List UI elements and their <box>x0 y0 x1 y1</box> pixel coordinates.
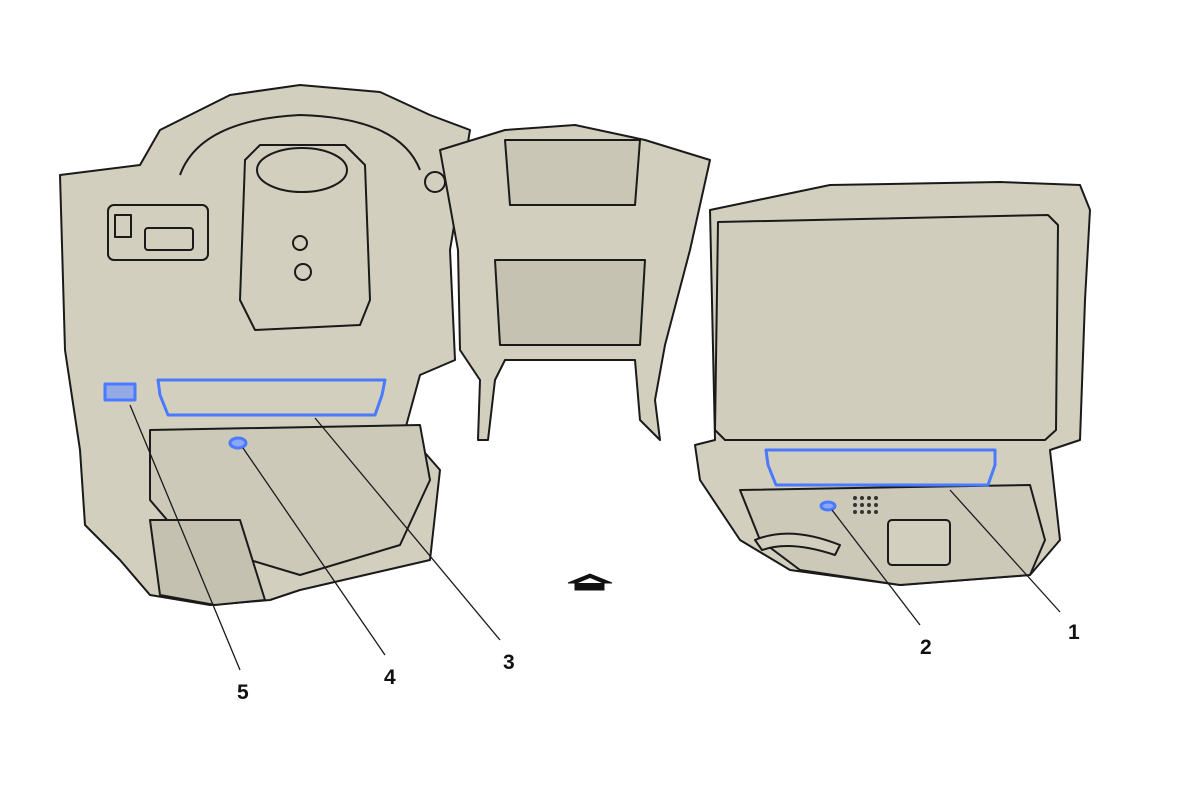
passenger-clip-highlight <box>819 500 837 512</box>
speaker-grill <box>853 496 878 514</box>
driver-lower-trim-panel-highlight <box>156 378 387 417</box>
passenger-lower-trim-panel-highlight <box>764 448 997 487</box>
cluster-hood <box>179 114 421 176</box>
vent <box>424 171 446 193</box>
center-bracket <box>494 259 646 346</box>
handle-cutout <box>754 532 841 556</box>
ignition-lock <box>292 235 308 251</box>
data-link-connector-highlight <box>103 382 137 402</box>
callout-4: 4 <box>384 666 396 689</box>
tilt-lever-knob <box>294 263 312 281</box>
callout-2: 2 <box>920 636 932 659</box>
driver-bracket <box>149 519 266 606</box>
front-arrow-icon <box>567 573 613 591</box>
switch-button <box>114 214 132 238</box>
leader-lines <box>129 404 1061 671</box>
column-hub <box>256 147 348 193</box>
callout-3: 3 <box>503 651 515 674</box>
glovebox-door <box>714 214 1059 441</box>
radio-opening <box>504 139 641 206</box>
driver-clip-highlight <box>228 436 248 450</box>
callout-5: 5 <box>237 681 249 704</box>
headlamp-switch <box>144 227 194 251</box>
callout-1: 1 <box>1068 621 1080 644</box>
fuse-cover <box>887 519 951 566</box>
